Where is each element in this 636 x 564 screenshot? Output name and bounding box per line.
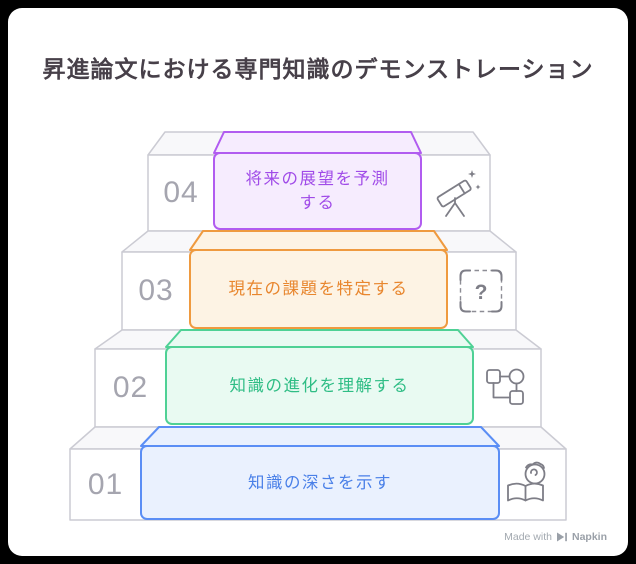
question-glyph: ?	[475, 281, 488, 304]
sparkle-icon	[468, 170, 476, 178]
step-03-label-box	[189, 249, 448, 329]
question-frame-icon: ?	[459, 269, 503, 313]
step-01-label-box	[140, 445, 500, 520]
flowchart-icon	[486, 368, 525, 405]
step-04-number: 04	[163, 176, 199, 209]
step-02-number: 02	[112, 371, 149, 404]
step-04-label: 将来の展望を予測 する	[214, 153, 421, 229]
step-02-label-line1: 知識の進化を理解する	[229, 376, 410, 395]
sparkle-icon	[475, 184, 481, 190]
step-03-number: 03	[138, 274, 174, 307]
step-02-label: 知識の進化を理解する	[166, 347, 473, 424]
step-02-box-top	[165, 329, 474, 348]
step-03-label-line1: 現在の課題を特定する	[228, 280, 409, 298]
step-04-label-line2: する	[299, 194, 336, 212]
telescope-icon	[436, 170, 481, 217]
step-01-label-line1: 知識の深さを示す	[248, 473, 392, 492]
step-03-label: 現在の課題を特定する	[190, 250, 447, 328]
step-03-box-top	[189, 230, 448, 251]
reading-person-icon	[507, 461, 546, 502]
watermark-brand: Napkin	[571, 531, 607, 543]
step-02-label-box	[165, 346, 474, 425]
napkin-watermark[interactable]: Made with Napkin	[504, 531, 607, 543]
step-04-box-top	[213, 131, 422, 154]
step-01-label: 知識の深さを示す	[141, 446, 499, 519]
watermark-made-with: Made with	[504, 531, 552, 543]
step-04-label-line1: 将来の展望を予測	[245, 170, 390, 188]
step-01-number: 01	[87, 467, 124, 501]
step-01-box-top	[140, 426, 500, 447]
step-04-label-box	[213, 152, 422, 230]
step-03	[121, 230, 517, 331]
diagram-title: 昇進論文における専門知識のデモンストレーション	[42, 56, 594, 82]
napkin-logo-icon	[556, 532, 567, 542]
step-01	[69, 426, 567, 521]
